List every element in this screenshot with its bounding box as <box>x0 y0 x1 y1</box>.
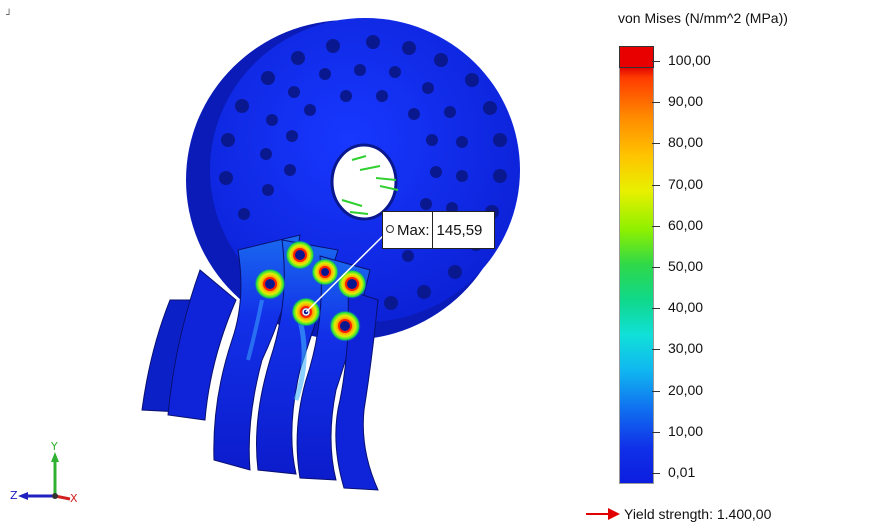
center-bore <box>330 143 398 221</box>
legend-tick <box>652 225 660 227</box>
legend-tick-label: 40,00 <box>668 299 704 316</box>
legend-tick <box>652 308 660 310</box>
max-probe-callout[interactable]: Max: 145,59 <box>382 211 496 249</box>
legend-tick-label: 30,00 <box>668 340 704 357</box>
max-probe-label: Max: <box>383 212 433 248</box>
max-probe-value: 145,59 <box>436 221 483 239</box>
legend-max-swatch <box>619 46 654 68</box>
legend-title[interactable]: von Mises (N/mm^2 (MPa)) <box>618 10 788 26</box>
legend-tick-label: 20,00 <box>668 381 704 398</box>
yield-arrow-icon <box>586 507 622 521</box>
legend-tick-label: 0,01 <box>668 464 696 480</box>
legend-tick-label: 90,00 <box>668 93 704 110</box>
legend-tick-label: 70,00 <box>668 175 704 192</box>
probe-leader-line <box>305 230 389 313</box>
legend-tick <box>652 267 660 268</box>
legend-tick-label: 100,00 <box>668 52 711 68</box>
disk-bolt-holes <box>219 35 507 310</box>
triad-x-label: X <box>70 492 78 505</box>
triad-y-label: Y <box>51 440 58 453</box>
legend-tick-label: 80,00 <box>668 134 704 151</box>
legend-tick <box>652 61 660 62</box>
fixture-arrows <box>341 155 399 215</box>
legend-tick <box>652 184 660 186</box>
legend-tick <box>652 102 660 104</box>
corner-mark: ┘ <box>6 10 13 21</box>
yield-strength-indicator: Yield strength: 1.400,00 <box>586 506 771 522</box>
legend-color-bar[interactable] <box>619 46 654 484</box>
legend-tick <box>652 473 660 474</box>
triad-z-label: Z <box>10 489 18 502</box>
legend-tick <box>652 143 660 145</box>
legend-tick-label: 10,00 <box>668 422 704 439</box>
legend-tick-label: 50,00 <box>668 258 704 274</box>
yield-strength-text: Yield strength: 1.400,00 <box>624 506 772 522</box>
probe-point <box>302 308 310 316</box>
legend-tick <box>652 431 660 433</box>
triad-icon <box>18 452 71 501</box>
legend-tick-label: 60,00 <box>668 216 704 233</box>
legend-tick <box>652 349 660 351</box>
legend-tick <box>652 390 660 392</box>
